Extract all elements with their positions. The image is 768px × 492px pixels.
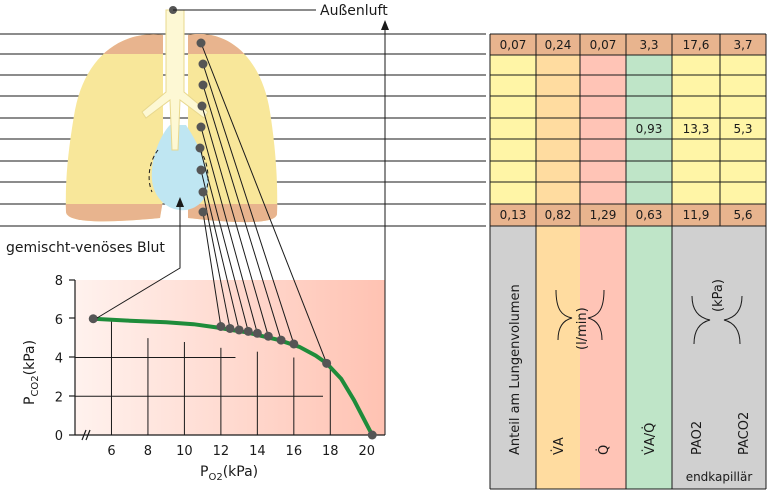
chart-tick-labels: 6 8 10 12 14 16 18 20 0 2 4 6 8 xyxy=(55,274,375,459)
pressure-brace xyxy=(691,295,743,345)
outside-air-label: Außenluft xyxy=(320,3,388,19)
x-tick-label: 10 xyxy=(176,444,193,459)
alveolar-dot xyxy=(198,187,208,197)
lungs-illustration xyxy=(65,9,278,223)
bot-paco2: 5,6 xyxy=(733,208,752,222)
chart-axes xyxy=(69,279,385,441)
chart-point xyxy=(252,328,262,338)
alveolar-dot xyxy=(195,143,205,153)
top-vaq: 3,3 xyxy=(639,38,658,52)
header-va: V̇A xyxy=(552,437,567,455)
x-axis-title: PO2(kPa) xyxy=(200,464,258,483)
unit-flow: (l/min) xyxy=(575,307,590,350)
data-table: 0,07 0,24 0,07 3,3 17,6 3,7 0,93 13,3 5,… xyxy=(489,33,767,490)
end-capillary-label: endkapillär xyxy=(686,470,753,484)
alveolar-dot xyxy=(196,165,206,175)
chart-point xyxy=(225,323,235,333)
x-tick-label: 18 xyxy=(322,444,339,459)
chart-point xyxy=(243,326,253,336)
chart-point xyxy=(88,314,98,324)
mid-paco2: 5,3 xyxy=(733,122,752,136)
flow-brace xyxy=(555,289,605,341)
alveolar-dot xyxy=(198,207,208,217)
mid-vaq: 0,93 xyxy=(636,122,663,136)
x-tick-label: 14 xyxy=(249,444,266,459)
x-tick-label: 16 xyxy=(286,444,303,459)
connector-line xyxy=(200,126,258,334)
x-tick-label: 12 xyxy=(213,444,230,459)
x-tick-label: 20 xyxy=(358,444,375,459)
y-tick-label: 6 xyxy=(55,313,63,328)
y-tick-label: 4 xyxy=(55,352,63,367)
alveolar-dot xyxy=(196,122,206,132)
connector-line xyxy=(202,191,231,329)
connector-line xyxy=(199,147,249,332)
chart-points xyxy=(88,314,377,440)
y-tick-label: 0 xyxy=(55,429,63,444)
top-pao2: 17,6 xyxy=(683,38,710,52)
connector-line xyxy=(200,169,240,331)
trachea xyxy=(141,9,209,151)
bot-pao2: 11,9 xyxy=(683,208,710,222)
bot-vol: 0,13 xyxy=(500,208,527,222)
connector-line xyxy=(202,211,222,327)
chart-grid xyxy=(75,318,331,435)
chart-point xyxy=(263,331,273,341)
top-paco2: 3,7 xyxy=(733,38,752,52)
chart-point xyxy=(322,358,332,368)
alveolar-connector-lines xyxy=(199,42,328,364)
heart-shape xyxy=(151,125,209,211)
chart-point xyxy=(289,339,299,349)
alveolar-dot xyxy=(198,59,208,69)
header-lung-volume: Anteil am Lungenvolumen xyxy=(508,284,523,455)
x-tick-label: 8 xyxy=(144,444,152,459)
top-vol: 0,07 xyxy=(500,38,527,52)
y-tick-label: 2 xyxy=(55,390,63,405)
alveolar-dots xyxy=(195,38,208,217)
chart-point xyxy=(276,335,286,345)
y-tick-label: 8 xyxy=(55,274,63,289)
top-q: 0,07 xyxy=(590,38,617,52)
alveolar-dot xyxy=(196,38,206,48)
outside-air-annotation: Außenluft xyxy=(169,3,389,435)
x-tick-label: 6 xyxy=(107,444,115,459)
bot-va: 0,82 xyxy=(545,208,572,222)
header-paco2: PACO2 xyxy=(737,412,752,455)
chart-point xyxy=(234,325,244,335)
mixed-venous-label: gemischt-venöses Blut xyxy=(6,240,165,256)
left-lung xyxy=(65,34,163,222)
header-va-q: V̇A/Q̇ xyxy=(643,423,658,455)
y-axis-title: PCO2(kPa) xyxy=(22,340,41,405)
connector-line xyxy=(202,84,282,341)
connector-line xyxy=(201,105,269,337)
top-va: 0,24 xyxy=(545,38,572,52)
chart: 6 8 10 12 14 16 18 20 0 2 4 6 8 PCO2(kPa) PO2(kPa) xyxy=(22,42,385,483)
mixed-venous-annotation: gemischt-venöses Blut xyxy=(6,197,184,319)
connector-line xyxy=(202,63,295,345)
alveolar-dot xyxy=(197,101,207,111)
chart-point xyxy=(367,430,377,440)
unit-pressure: (kPa) xyxy=(711,279,726,312)
header-q: Q̇ xyxy=(597,445,612,455)
bot-vaq: 0,63 xyxy=(636,208,663,222)
connector-line xyxy=(200,42,328,364)
alveolar-dot xyxy=(198,80,208,90)
header-pao2: PAO2 xyxy=(690,421,705,455)
chart-point xyxy=(216,322,226,331)
mid-pao2: 13,3 xyxy=(683,122,710,136)
right-lung xyxy=(188,34,278,223)
bot-q: 1,29 xyxy=(590,208,617,222)
